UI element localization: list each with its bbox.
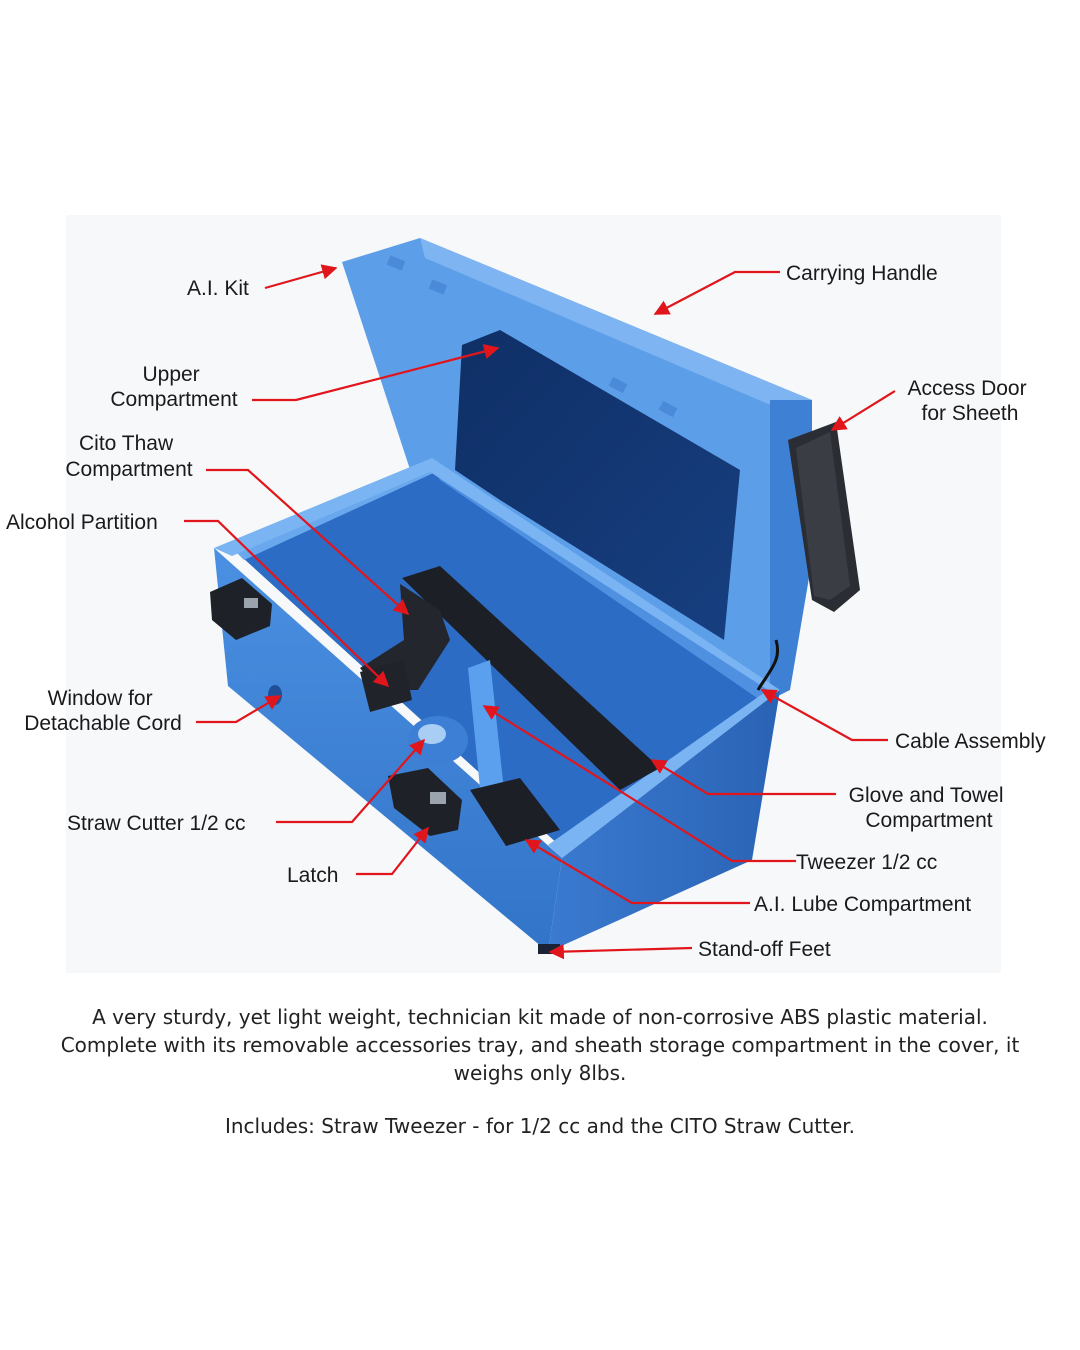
arrow-feet bbox=[548, 943, 693, 960]
label-latch: Latch bbox=[287, 864, 338, 887]
arrow-carrying-handle bbox=[653, 270, 780, 315]
latch-left bbox=[210, 578, 272, 640]
label-tweezer: Tweezer 1/2 cc bbox=[796, 851, 937, 874]
arrow-cable-assembly bbox=[760, 689, 888, 742]
cable bbox=[756, 639, 779, 691]
label-access-door: Access Door for Sheeth bbox=[908, 377, 1033, 425]
label-glove-towel: Glove and Towel Compartment bbox=[849, 784, 1010, 832]
label-ai-kit: A.I. Kit bbox=[187, 277, 249, 300]
arrow-latch bbox=[356, 826, 429, 876]
arrow-alcohol-partition bbox=[184, 519, 390, 688]
label-lube: A.I. Lube Compartment bbox=[754, 893, 971, 916]
label-carrying-handle: Carrying Handle bbox=[786, 262, 938, 285]
arrow-glove-towel bbox=[650, 759, 836, 796]
label-straw-cutter: Straw Cutter 1/2 cc bbox=[67, 812, 246, 835]
arrow-upper-compartment bbox=[252, 343, 500, 402]
includes-line: Includes: Straw Tweezer - for 1/2 cc and… bbox=[224, 1114, 856, 1138]
label-alcohol-partition: Alcohol Partition bbox=[6, 511, 158, 534]
arrow-straw-cutter bbox=[276, 738, 426, 824]
label-window-cord: Window for Detachable Cord bbox=[24, 687, 182, 735]
callout-arrows bbox=[184, 264, 896, 960]
description-paragraph: A very sturdy, yet light weight, technic… bbox=[60, 1005, 1020, 1085]
lid bbox=[342, 238, 860, 700]
callout-labels: A.I. Kit Carrying Handle Upper Compartme… bbox=[6, 262, 1046, 961]
label-cable-assembly: Cable Assembly bbox=[895, 730, 1046, 753]
arrow-access-door bbox=[830, 390, 896, 431]
label-feet: Stand-off Feet bbox=[698, 938, 831, 961]
arrow-window-cord bbox=[196, 695, 282, 724]
arrow-ai-kit bbox=[264, 264, 338, 290]
arrow-tweezer bbox=[482, 705, 796, 863]
arrow-lube bbox=[524, 839, 750, 905]
arrow-cito-thaw bbox=[206, 468, 410, 616]
latch-front bbox=[388, 768, 462, 836]
label-cito-thaw: Cito Thaw Compartment bbox=[65, 432, 192, 481]
label-upper-compartment: Upper Compartment bbox=[110, 363, 237, 411]
box-illustration: A.I. Kit Carrying Handle Upper Compartme… bbox=[6, 238, 1047, 961]
